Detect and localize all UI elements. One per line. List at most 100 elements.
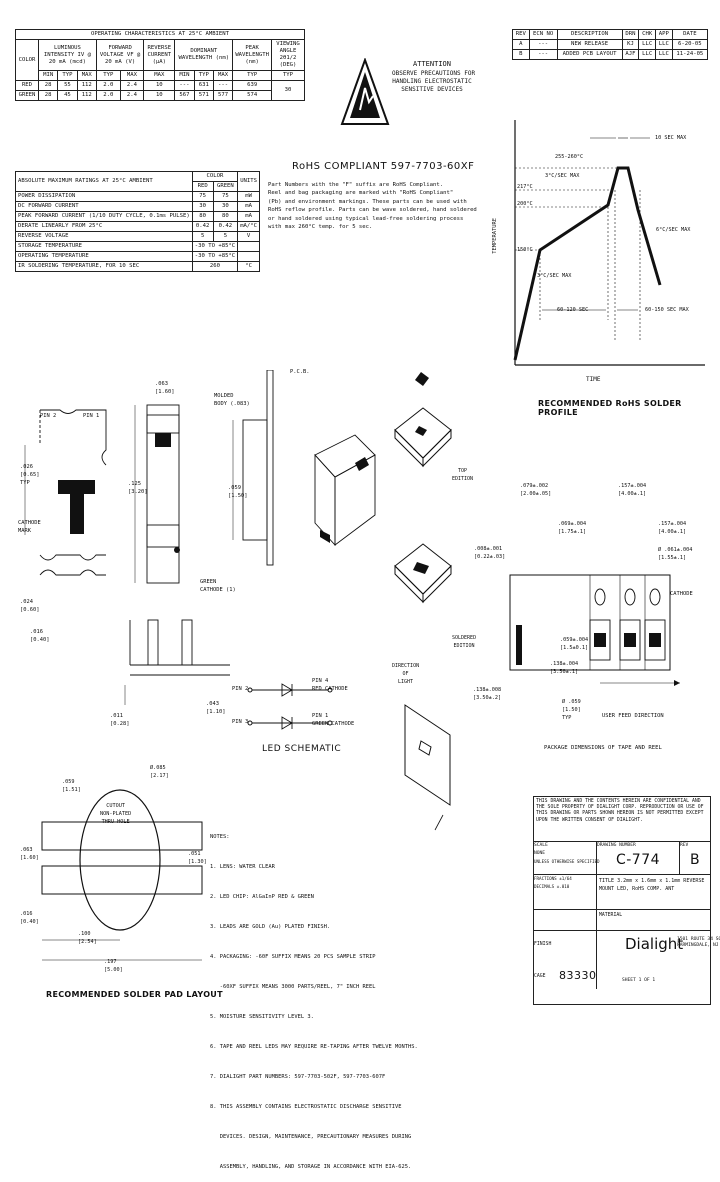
abs-row-label: STORAGE TEMPERATURE [15,241,193,252]
rohs-text-block: Part Numbers with the "F" suffix are RoH… [268,181,477,231]
attention-line: HANDLING ELECTROSTATIC [392,78,472,85]
rev-cell: LLC [638,49,656,60]
rev-h: DATE [671,29,709,40]
esd-warning-icon [340,58,390,125]
pcb-mount-drawing [232,370,274,566]
dim-059: .059 [1.50] [228,485,248,499]
abs-cell: V [237,231,261,242]
tape-dim: .157±.004 [4.00±.1] [618,483,647,497]
note-line: ASSEMBLY, HANDLING, AND STORAGE IN ACCOR… [210,1164,412,1170]
rev-cell: LLC [654,49,673,60]
profile-label: 60-150 SEC MAX [645,307,689,313]
abs-cell: °C [237,261,261,272]
note-line: 3. LEADS ARE GOLD (Au) PLATED FINISH. [210,924,331,930]
abs-row-label: OPERATING TEMPERATURE [15,251,193,262]
cage-value: 83330 [559,969,597,982]
pin-strip-drawing [124,619,230,705]
notes-block: NOTES: 1. LENS: WATER CLEAR 2. LED CHIP:… [210,812,418,1182]
abs-max-units: UNITS [237,171,261,192]
fractions-label: FRACTIONS ±1/64 [534,876,572,881]
note-line: 2. LED CHIP: AlGaInP RED & GREEN [210,894,314,900]
abs-cell: 75 [191,191,214,202]
op-sub: TYP [57,70,78,81]
revision-block: REV ECN NO DESCRIPTION DRN CHK APP DATE … [512,29,709,60]
green-cathode-label: GREEN CATHODE (1) [200,579,236,593]
note-line: 7. DIALIGHT PART NUMBERS: 597-7703-502F,… [210,1074,386,1080]
note-line: 6. TAPE AND REEL LEDS MAY REQUIRE RE-TAP… [210,1044,418,1050]
led-iso-drawing [314,434,376,547]
rev-cell: LLC [654,39,673,50]
abs-max-title: ABSOLUTE MAXIMUM RATINGS AT 25°C AMBIENT [15,171,193,192]
abs-max-red: RED [191,181,214,192]
op-cell: 571 [193,90,214,101]
scale-value: NONE [534,851,546,856]
schematic-pin2: PIN 2 [232,686,249,692]
tape-feed-label: USER FEED DIRECTION [602,713,664,719]
op-cell: 28 [37,80,59,91]
profile-label: 3°C/SEC MAX [537,273,572,279]
rohs-line: Reel and bag packaging are marked with "… [268,190,454,197]
rev-h: DRN [621,29,640,40]
direction-light-label: DIRECTION OF LIGHT [392,663,420,685]
rev-cell: B [512,49,530,60]
op-cell: 2.0 [95,90,121,101]
op-cell: --- [212,80,234,91]
pcb-label: P.C.B. [290,369,310,375]
rev-h: REV [512,29,530,40]
pad-cutout-label: CUTOUT NON-PLATED THRU-HOLE [100,803,132,825]
op-cell: 45 [57,90,78,101]
note-line: 8. THIS ASSEMBLY CONTAINS ELECTROSTATIC … [210,1104,402,1110]
attention-block: ATTENTION OBSERVE PRECAUTIONS FOR HANDLI… [392,60,476,94]
op-sub: TYP [232,70,272,81]
abs-cell: 5 [212,231,239,242]
abs-max-block: ABSOLUTE MAXIMUM RATINGS AT 25°C AMBIENT… [15,171,261,272]
cage-label: CAGE [534,974,546,979]
company-address: 1501 ROUTE 34 SOUTH FARMINGDALE, NJ 0772… [677,937,720,948]
rev-cell: 11-24-05 [671,49,709,60]
op-char-title: OPERATING CHARACTERISTICS AT 25°C AMBIEN… [15,29,305,40]
profile-label: 150°C [517,247,533,253]
abs-row-label: DERATE LINEARLY FROM 25°C [15,221,193,232]
op-char-h-lum: LUMINOUS INTENSITY IV @ 20 mA (mcd) [38,39,97,71]
rohs-title: RoHS COMPLIANT 597-7703-60XF [292,161,475,172]
pad-dim-051: .051 [1.30] [188,851,207,865]
title-value: 3.2mm x 1.6mm x 1.1mm REVERSE MOUNT LED,… [599,878,705,892]
abs-cell [237,241,261,252]
profile-label: 200°C [517,201,533,207]
attention-line: OBSERVE PRECAUTIONS FOR [392,70,476,77]
rev-value: B [689,852,701,868]
pad-dim-063: .063 [1.60] [20,847,39,861]
schematic-caption: LED SCHEMATIC [262,744,342,754]
op-cell: 2.4 [119,80,145,91]
rev-cell: LLC [638,39,656,50]
abs-cell: 5 [191,231,214,242]
abs-cell: mA [237,211,261,222]
abs-cell: 30 [191,201,214,212]
body-label: MOLDED BODY (.083) [214,393,250,407]
op-cell: RED [15,80,39,91]
pad-dim-197: .197 [5.00] [104,959,123,973]
abs-max-green: GREEN [212,181,239,192]
op-cell-angle: 30 [271,80,305,101]
led-top-view-drawing [24,409,107,576]
pin1-label: PIN 1 [83,413,100,419]
attention-line: SENSITIVE DEVICES [401,86,463,93]
tape-dim: .138±.004 [3.50±.1] [550,661,579,675]
rev-label: REV [680,843,689,848]
iso-top-view [394,372,452,468]
material-label: MATERIAL [599,913,623,918]
confidential-text: THIS DRAWING AND THE CONTENTS HEREIN ARE… [534,797,710,842]
op-sub: MAX [119,70,145,81]
abs-cell: 0.42 [191,221,214,232]
led-schematic-drawing [247,683,333,730]
abs-cell: mA/°C [237,221,261,232]
op-cell: --- [174,80,195,91]
abs-cell: -30 TO +85°C [191,241,239,252]
profile-label: 3°C/SEC MAX [545,173,580,179]
abs-max-color: COLOR [191,171,239,182]
scale-label: SCALE [534,843,548,848]
rev-cell: A [512,39,530,50]
abs-cell: 75 [212,191,239,202]
tape-dim: Ø .059 [1.50] TYP [562,699,581,721]
op-sub: TYP [271,70,305,81]
